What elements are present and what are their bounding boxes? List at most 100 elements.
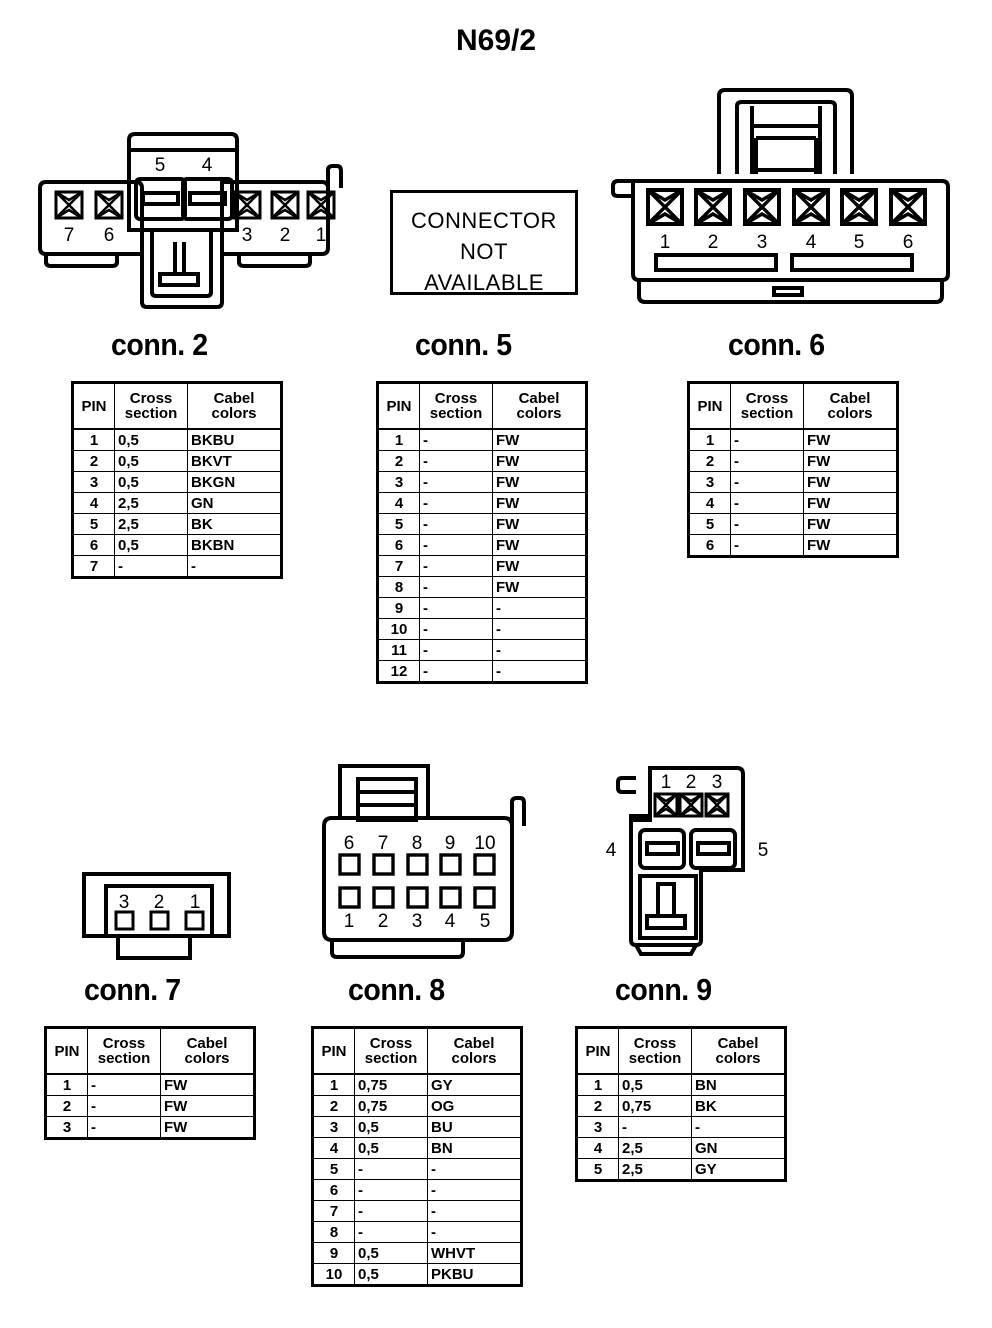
- cell-cabel-color: FW: [160, 1073, 255, 1096]
- conn8-pin-label-1: 1: [344, 911, 355, 932]
- cell-pin: 3: [377, 471, 420, 493]
- conn9-pin-label-2: 2: [686, 772, 697, 793]
- table-row: 5-FW: [377, 513, 587, 535]
- cell-pin: 3: [576, 1116, 619, 1138]
- cell-cabel-color: GN: [187, 492, 282, 514]
- table-row: 3--: [576, 1116, 786, 1138]
- conn-2-caption: conn. 2: [111, 327, 208, 362]
- conn8-pin-label-8: 8: [412, 833, 423, 854]
- cell-pin: 5: [72, 513, 115, 535]
- cell-cabel-color: FW: [492, 471, 587, 493]
- cell-cabel-color: -: [427, 1179, 522, 1201]
- cell-pin: 9: [377, 597, 420, 619]
- cell-cross-section: -: [730, 492, 804, 514]
- conn2-pin-label-7: 7: [64, 225, 75, 246]
- cell-cross-section: -: [419, 660, 493, 683]
- header-pin: PIN: [312, 1027, 355, 1075]
- cell-cross-section: -: [419, 639, 493, 661]
- cell-cross-section: 0,5: [354, 1242, 428, 1264]
- table-row: 5-FW: [688, 513, 898, 535]
- table-row: 6-FW: [377, 534, 587, 556]
- cell-cross-section: 0,5: [354, 1137, 428, 1159]
- header-cabel-colors: Cabel colors: [160, 1027, 255, 1075]
- cell-pin: 4: [72, 492, 115, 514]
- connector-2-diagram: 7 6 5 4 3 2 1: [38, 132, 343, 309]
- cell-pin: 3: [312, 1116, 355, 1138]
- header-pin: PIN: [688, 382, 731, 430]
- table-row: 12--: [377, 660, 587, 683]
- cell-cross-section: -: [419, 428, 493, 451]
- table-row: 3-FW: [377, 471, 587, 493]
- cell-pin: 4: [377, 492, 420, 514]
- cell-cabel-color: FW: [492, 534, 587, 556]
- conn6-pin-label-1: 1: [660, 232, 671, 253]
- cell-cross-section: 0,5: [618, 1073, 692, 1096]
- table-header-row: PIN Cross section Cabel colors: [312, 1027, 522, 1075]
- cell-cabel-color: -: [691, 1116, 786, 1138]
- cell-cross-section: 0,5: [354, 1263, 428, 1286]
- conn2-pin-label-1: 1: [316, 225, 327, 246]
- cell-cabel-color: BKVT: [187, 450, 282, 472]
- table-row: 3-FW: [688, 471, 898, 493]
- cell-cabel-color: BN: [427, 1137, 522, 1159]
- cell-cabel-color: PKBU: [427, 1263, 522, 1286]
- cell-pin: 4: [576, 1137, 619, 1159]
- cell-cabel-color: -: [492, 597, 587, 619]
- cell-cabel-color: BK: [691, 1095, 786, 1117]
- cell-cabel-color: FW: [492, 450, 587, 472]
- cell-cross-section: -: [87, 1095, 161, 1117]
- cell-pin: 1: [45, 1073, 88, 1096]
- table-row: 4-FW: [688, 492, 898, 514]
- conn9-pin-label-5: 5: [758, 840, 769, 861]
- cell-pin: 1: [576, 1073, 619, 1096]
- cell-cross-section: -: [419, 450, 493, 472]
- cell-cross-section: -: [114, 555, 188, 578]
- table-header-row: PIN Cross section Cabel colors: [688, 382, 898, 430]
- cell-cabel-color: FW: [492, 492, 587, 514]
- cell-pin: 1: [312, 1073, 355, 1096]
- conn-7-caption: conn. 7: [84, 972, 181, 1007]
- cell-cross-section: 0,75: [354, 1095, 428, 1117]
- cell-cross-section: -: [419, 555, 493, 577]
- cell-cross-section: -: [730, 450, 804, 472]
- header-pin: PIN: [377, 382, 420, 430]
- cell-cross-section: 2,5: [618, 1158, 692, 1181]
- cell-cabel-color: BU: [427, 1116, 522, 1138]
- conn8-pin-label-9: 9: [445, 833, 456, 854]
- cell-pin: 8: [312, 1221, 355, 1243]
- table-row: 7-FW: [377, 555, 587, 577]
- cell-cross-section: -: [354, 1179, 428, 1201]
- cell-cabel-color: OG: [427, 1095, 522, 1117]
- cell-cross-section: -: [354, 1200, 428, 1222]
- cell-cross-section: -: [419, 534, 493, 556]
- cell-cross-section: 0,5: [114, 471, 188, 493]
- cell-cross-section: -: [419, 471, 493, 493]
- cell-pin: 5: [377, 513, 420, 535]
- header-cross-section: Cross section: [618, 1027, 692, 1075]
- cell-cross-section: -: [419, 576, 493, 598]
- cell-pin: 5: [688, 513, 731, 535]
- cell-pin: 4: [312, 1137, 355, 1159]
- cell-pin: 1: [688, 428, 731, 451]
- cell-pin: 1: [377, 428, 420, 451]
- header-cross-section: Cross section: [87, 1027, 161, 1075]
- cell-cabel-color: BKGN: [187, 471, 282, 493]
- cell-pin: 7: [312, 1200, 355, 1222]
- conn-6-caption: conn. 6: [728, 327, 825, 362]
- cell-cabel-color: FW: [803, 534, 898, 557]
- cell-cross-section: -: [730, 428, 804, 451]
- cell-cabel-color: -: [187, 555, 282, 578]
- conn6-pin-label-4: 4: [806, 232, 817, 253]
- cell-cabel-color: BN: [691, 1073, 786, 1096]
- conn2-pin-label-5: 5: [155, 155, 166, 176]
- cell-pin: 5: [576, 1158, 619, 1181]
